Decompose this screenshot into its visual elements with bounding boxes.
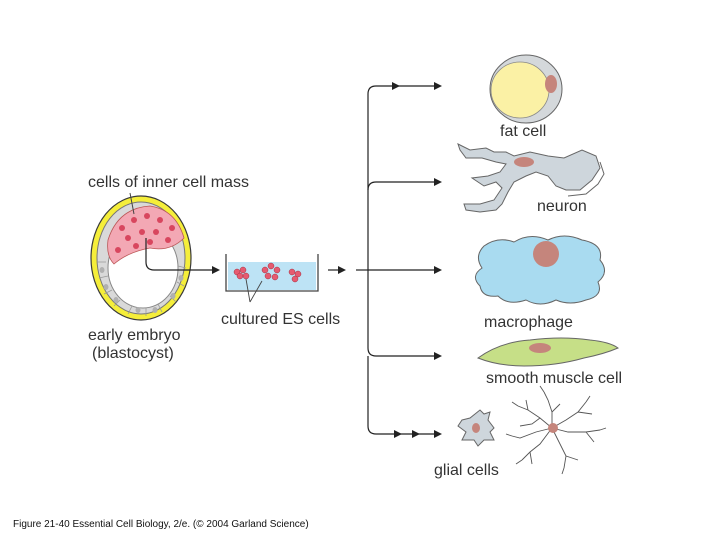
neuron-body <box>457 143 601 213</box>
fat-cell-lipid-droplet <box>490 61 550 119</box>
fat-cell-illustration <box>489 54 563 124</box>
label-early-embryo: early embryo <box>88 327 181 344</box>
label-smooth-muscle-cell: smooth muscle cell <box>486 370 622 387</box>
glial-cell-branched-nucleus <box>548 423 558 433</box>
glial-cells-illustration <box>457 385 607 475</box>
neuron-axon <box>567 161 605 197</box>
branching-arrows <box>356 85 434 435</box>
macrophage-nucleus <box>533 241 559 267</box>
label-cultured-es-cells: cultured ES cells <box>221 311 340 328</box>
arrow-embryo-to-dish-head <box>212 266 220 274</box>
label-fat-cell: fat cell <box>500 123 546 140</box>
fat-cell-nucleus <box>545 75 557 93</box>
es-cells-pointer <box>245 278 263 303</box>
label-glial-cells: glial cells <box>434 462 499 479</box>
smooth-muscle-body <box>476 337 619 367</box>
label-blastocyst: (blastocyst) <box>92 345 174 362</box>
inner-cell-nuclei <box>115 213 175 253</box>
early-embryo-illustration <box>90 192 192 321</box>
culture-dish <box>225 254 319 303</box>
macrophage-body <box>475 235 605 305</box>
branch-to-fat-cell <box>367 85 434 270</box>
branch-to-glial <box>367 356 434 435</box>
neuron-illustration <box>457 143 605 213</box>
trophoblast-nuclei <box>99 267 184 313</box>
es-cell-clusters <box>233 262 302 283</box>
neuron-nucleus <box>514 157 534 167</box>
branch-to-neuron <box>367 181 434 191</box>
arrow-dish-to-branch-head <box>338 266 346 274</box>
arrow-embryo-to-dish <box>145 238 212 271</box>
label-inner-cell-mass: cells of inner cell mass <box>88 174 249 191</box>
figure-caption: Figure 21-40 Essential Cell Biology, 2/e… <box>13 519 309 530</box>
branch-to-smooth-muscle <box>367 270 434 357</box>
dish-outline <box>225 254 319 292</box>
smooth-muscle-nucleus <box>529 343 551 353</box>
macrophage-illustration <box>475 235 605 305</box>
inner-cell-mass <box>107 205 185 265</box>
smooth-muscle-illustration <box>476 337 619 367</box>
glial-cell-small-nucleus <box>472 423 480 433</box>
label-macrophage: macrophage <box>484 314 573 331</box>
inner-mass-pointer <box>129 192 135 215</box>
glial-cell-branched <box>505 385 607 475</box>
label-neuron: neuron <box>537 198 587 215</box>
branch-arrowheads <box>392 82 442 438</box>
